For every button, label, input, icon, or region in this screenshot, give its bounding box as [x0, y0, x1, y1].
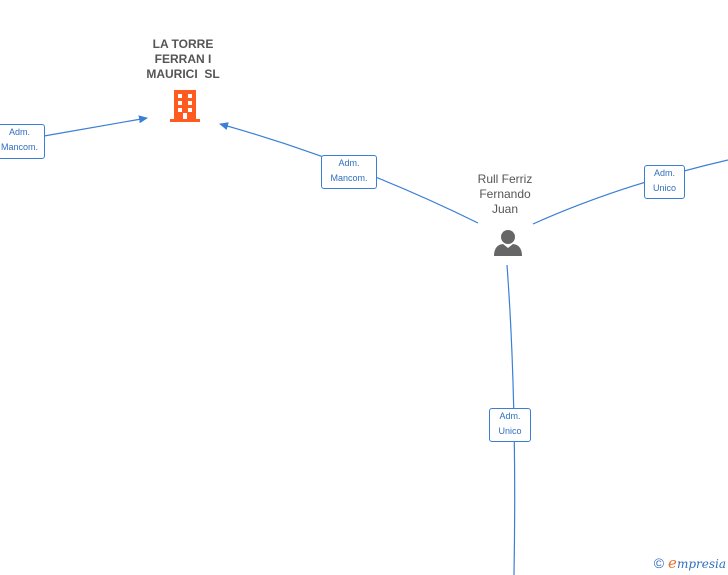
person-name-line-3: Juan	[491, 202, 519, 216]
copyright-symbol: ©	[653, 555, 665, 571]
company-name-line-2: FERRAN I	[154, 52, 212, 66]
edge-label-left-to-company-line-1: Adm.	[8, 127, 30, 137]
brand-rest: mpresia	[676, 557, 726, 571]
edge-label-person-down-line-2: Unico	[498, 426, 522, 436]
person-name-line-2: Fernando	[479, 187, 531, 201]
company-name-line-1: LA TORRE	[152, 37, 214, 51]
edge-label-person-down-line-1: Adm.	[499, 411, 521, 421]
edge-label-person-right-line-1: Adm.	[653, 168, 675, 178]
edge-person-right[interactable]	[532, 159, 728, 225]
building-icon[interactable]	[169, 88, 201, 123]
edge-label-person-to-company-line-1: Adm.	[338, 158, 360, 168]
edge-label-left-to-company-line-2: Mancom.	[0, 142, 38, 152]
edge-label-person-right[interactable]: Adm. Unico	[644, 165, 685, 199]
person-icon[interactable]	[493, 228, 523, 258]
empresia-watermark: ©empresia	[654, 554, 726, 572]
edge-label-person-down[interactable]: Adm. Unico	[489, 408, 531, 442]
edge-label-person-to-company[interactable]: Adm. Mancom.	[321, 155, 377, 189]
brand-initial: e	[668, 554, 677, 572]
company-name-line-3: MAURICI SL	[146, 67, 220, 81]
edge-left-to-company[interactable]	[43, 115, 148, 137]
person-name-line-1: Rull Ferriz	[477, 172, 533, 186]
edge-label-person-to-company-line-2: Mancom.	[330, 173, 368, 183]
edge-label-person-right-line-2: Unico	[652, 183, 676, 193]
edge-label-left-to-company[interactable]: Adm. Mancom.	[0, 124, 45, 159]
